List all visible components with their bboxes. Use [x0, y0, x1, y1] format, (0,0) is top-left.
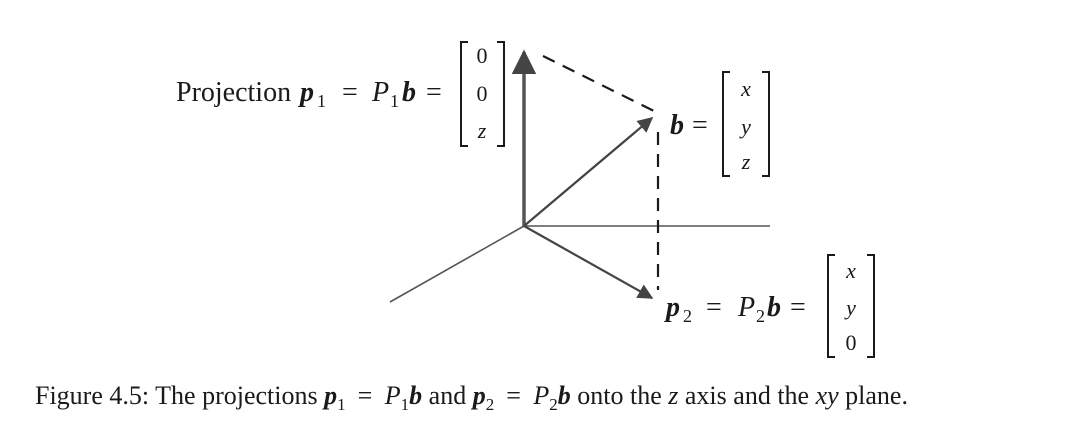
- vector-entry: 0: [846, 330, 857, 355]
- left-bracket: [722, 71, 730, 177]
- p1-label: Projection p 1 = P 1 b = 0 0 z: [176, 41, 505, 147]
- P1-subscript: 1: [390, 91, 399, 111]
- projection-word: Projection: [176, 77, 291, 108]
- vector-entry: 0: [477, 43, 488, 68]
- right-bracket: [497, 41, 505, 147]
- p2-subscript: 2: [683, 306, 692, 326]
- vector-b: [523, 117, 654, 227]
- caption-figure-number: Figure 4.5:: [35, 381, 149, 410]
- p2-label: p 2 = P 2 b = x y 0: [664, 254, 875, 358]
- vector-entry: 0: [477, 81, 488, 106]
- vector-entry: y: [844, 295, 856, 320]
- equals-sign: =: [790, 292, 806, 323]
- P2-matrix-symbol: P: [737, 292, 755, 323]
- equals-sign: =: [426, 77, 442, 108]
- b-symbol: b: [767, 292, 781, 323]
- b-symbol: b: [670, 110, 684, 141]
- left-bracket: [827, 254, 835, 358]
- p1-subscript: 1: [317, 91, 326, 111]
- dashed-line-to-z-axis: [542, 55, 657, 113]
- b-label: b = x y z: [670, 71, 770, 177]
- x-axis: [389, 225, 525, 303]
- b-symbol: b: [402, 77, 416, 108]
- p1-symbol: p: [298, 77, 314, 108]
- left-bracket: [460, 41, 468, 147]
- equals-sign: =: [706, 292, 722, 323]
- right-bracket: [762, 71, 770, 177]
- vector-entry: y: [739, 114, 751, 139]
- vector-entry: z: [741, 149, 751, 174]
- vector-entry: x: [845, 258, 856, 283]
- vector-entry: x: [740, 76, 751, 101]
- figure-caption: Figure 4.5: The projections p1= P1b and …: [35, 381, 908, 414]
- P2-subscript: 2: [756, 306, 765, 326]
- P1-matrix-symbol: P: [371, 77, 389, 108]
- p2-symbol: p: [664, 292, 680, 323]
- vector-entry: z: [477, 118, 487, 143]
- equals-sign: =: [342, 77, 358, 108]
- vector-p2: [523, 225, 654, 299]
- right-bracket: [867, 254, 875, 358]
- equals-sign: =: [692, 110, 708, 141]
